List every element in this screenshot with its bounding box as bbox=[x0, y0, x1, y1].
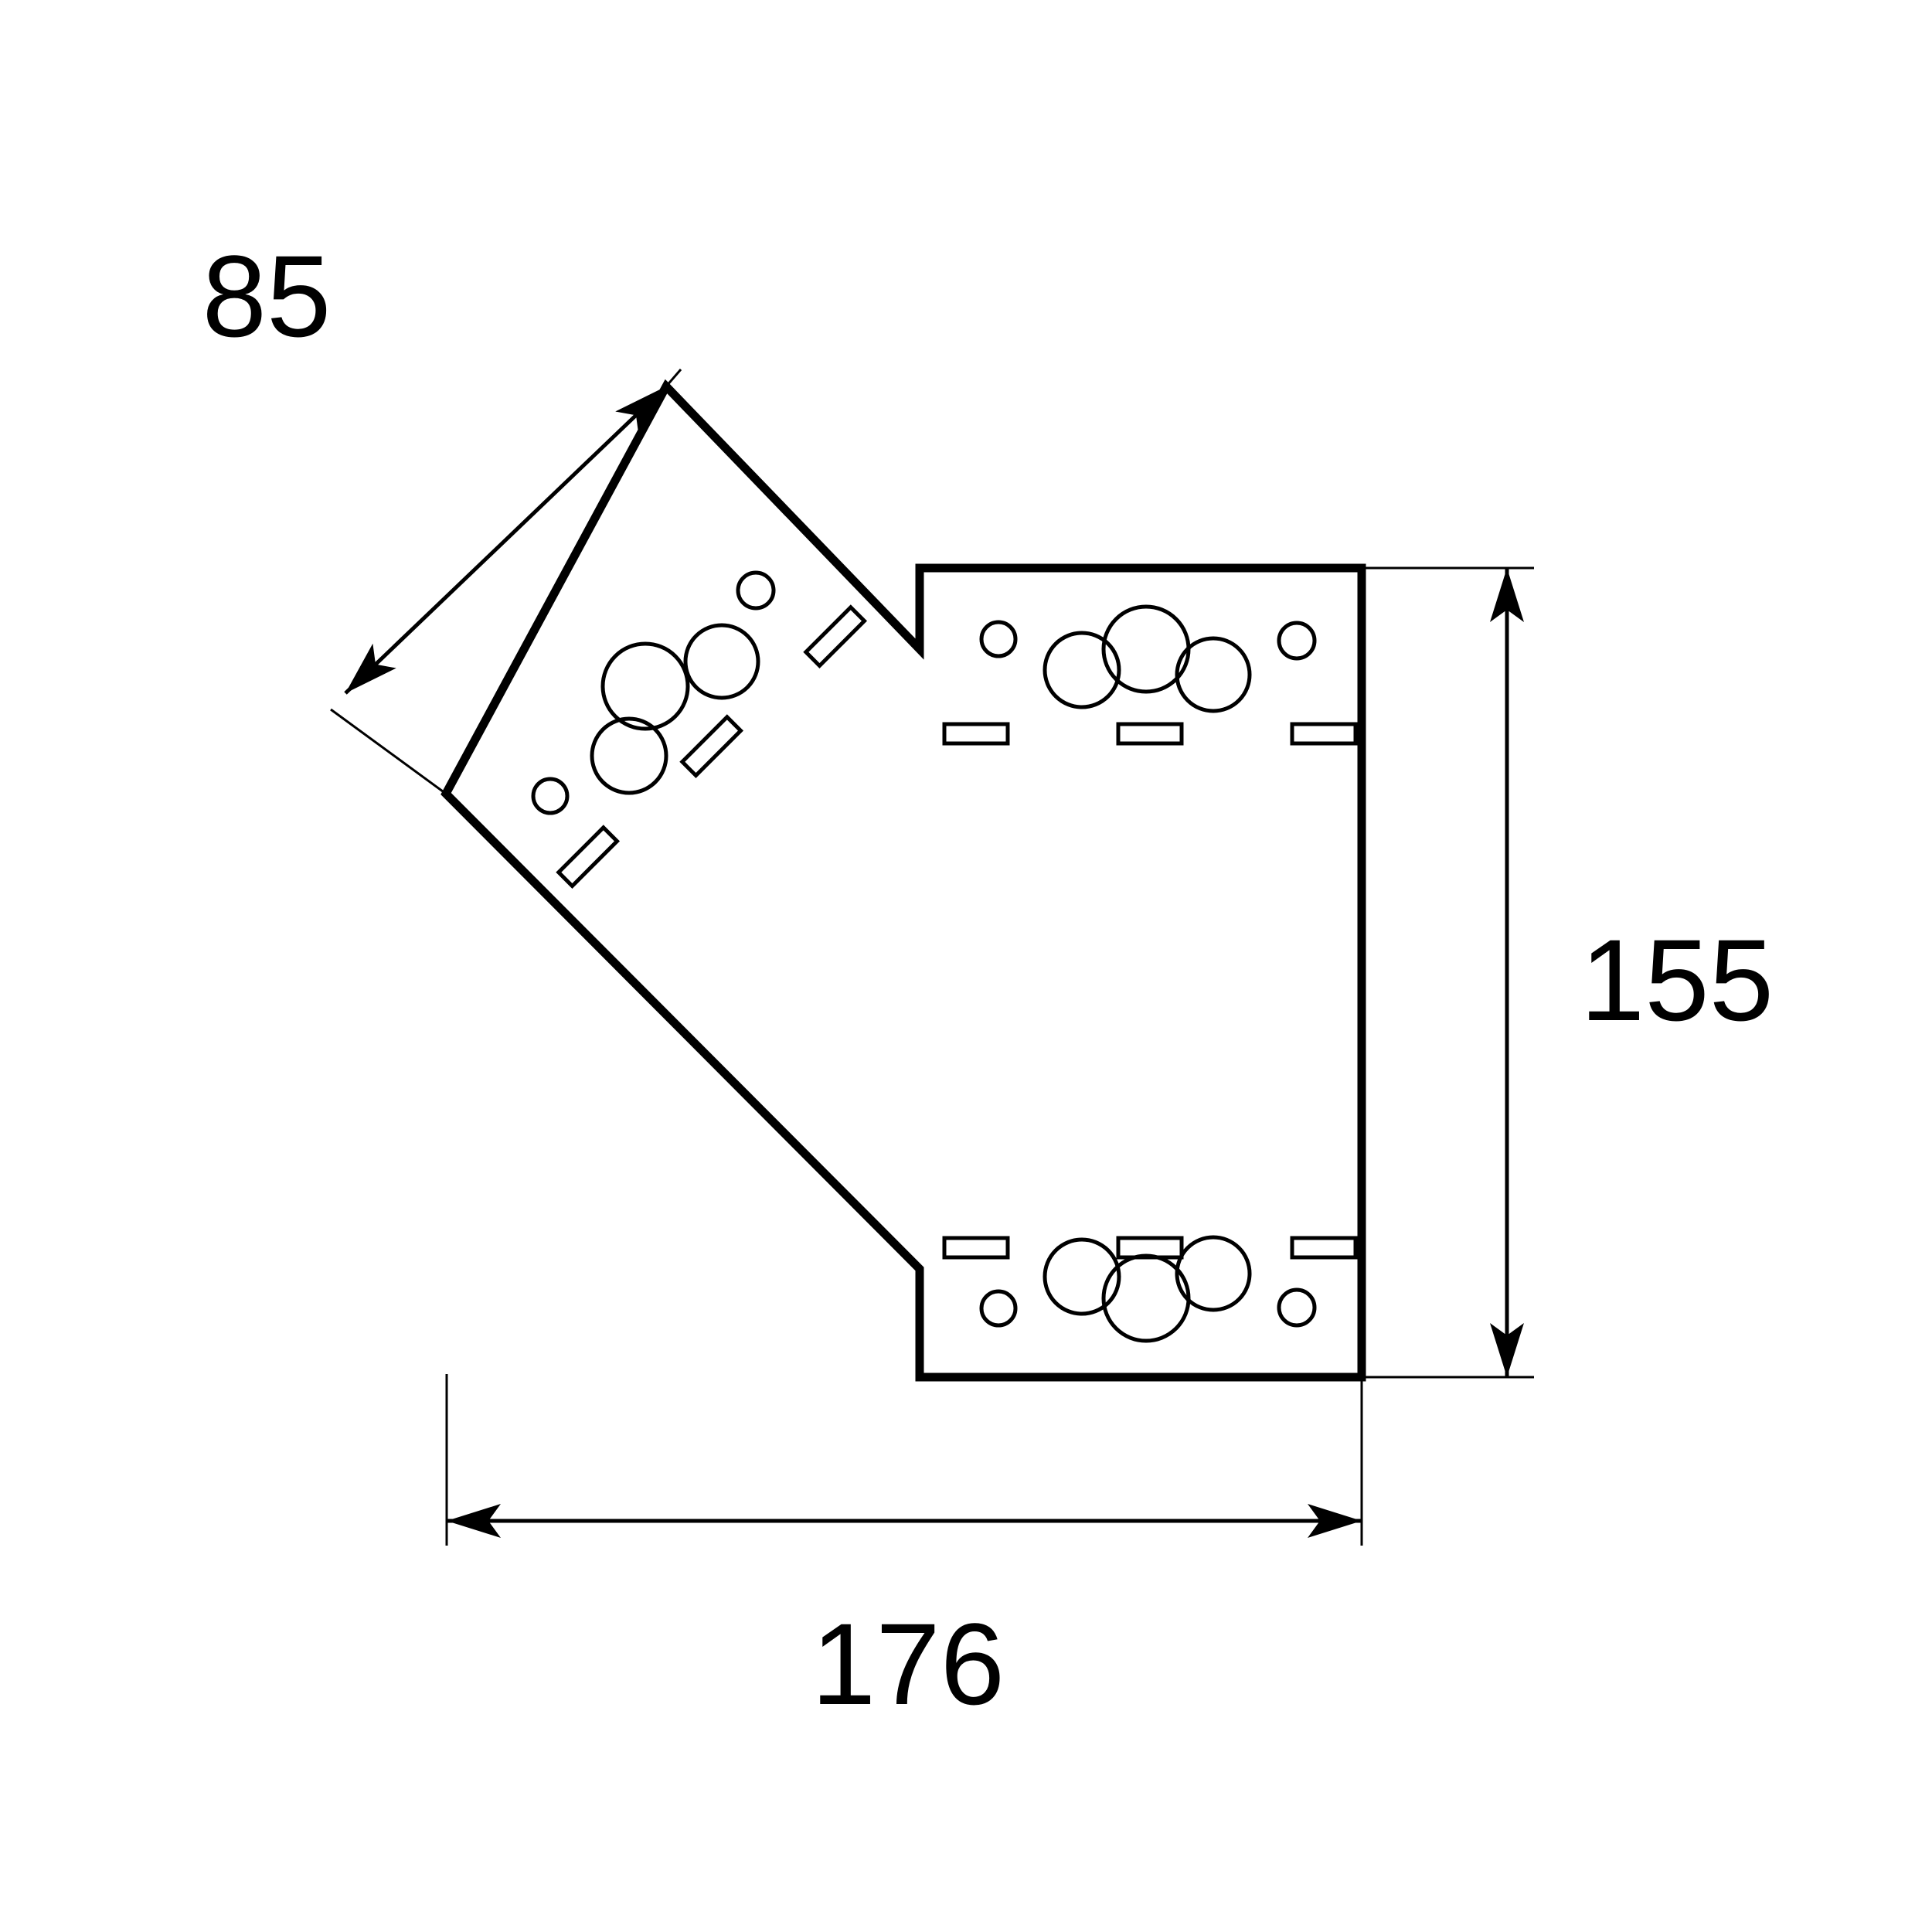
slot-top-3 bbox=[1290, 722, 1358, 746]
hole-top-5 bbox=[1277, 621, 1317, 661]
slot-top-2 bbox=[1116, 722, 1184, 746]
hole-bottom-1 bbox=[979, 1289, 1018, 1328]
slot-bottom-3 bbox=[1290, 1236, 1358, 1260]
dimension-176-group: 176 bbox=[445, 1374, 1363, 1729]
hole-arm-4 bbox=[683, 623, 760, 700]
hole-arm-2 bbox=[590, 716, 668, 795]
top-hole-group bbox=[942, 604, 1358, 746]
dimension-155-group: 155 bbox=[1362, 566, 1774, 1379]
hole-bottom-2 bbox=[1043, 1237, 1121, 1316]
slot-top-1 bbox=[942, 722, 1010, 746]
hole-bottom-5 bbox=[1277, 1287, 1317, 1328]
hole-arm-3 bbox=[600, 641, 690, 731]
slot-bottom-1 bbox=[942, 1236, 1010, 1260]
dim-155-label: 155 bbox=[1580, 915, 1774, 1045]
dim-85-extension-upper bbox=[665, 369, 682, 387]
hole-top-2 bbox=[1043, 631, 1121, 709]
hole-top-1 bbox=[979, 620, 1018, 658]
diagonal-arm-hole-group bbox=[531, 570, 868, 889]
slot-arm-2 bbox=[679, 714, 744, 779]
dim-85-label: 85 bbox=[202, 231, 332, 361]
part-outline bbox=[440, 379, 1366, 1382]
dim-85-line bbox=[344, 385, 668, 695]
part-outline-group bbox=[440, 379, 1366, 1382]
hole-bottom-4 bbox=[1175, 1235, 1252, 1312]
bottom-hole-group bbox=[942, 1235, 1358, 1343]
hole-arm-1 bbox=[531, 777, 570, 815]
hole-arm-5 bbox=[736, 570, 776, 611]
hole-top-4 bbox=[1175, 636, 1252, 713]
dim-85-extension-lower bbox=[330, 708, 447, 795]
slot-arm-3 bbox=[803, 604, 868, 669]
dimension-85-group: 85 bbox=[202, 231, 682, 795]
dim-176-label: 176 bbox=[811, 1599, 1005, 1729]
slot-arm-1 bbox=[556, 825, 621, 889]
